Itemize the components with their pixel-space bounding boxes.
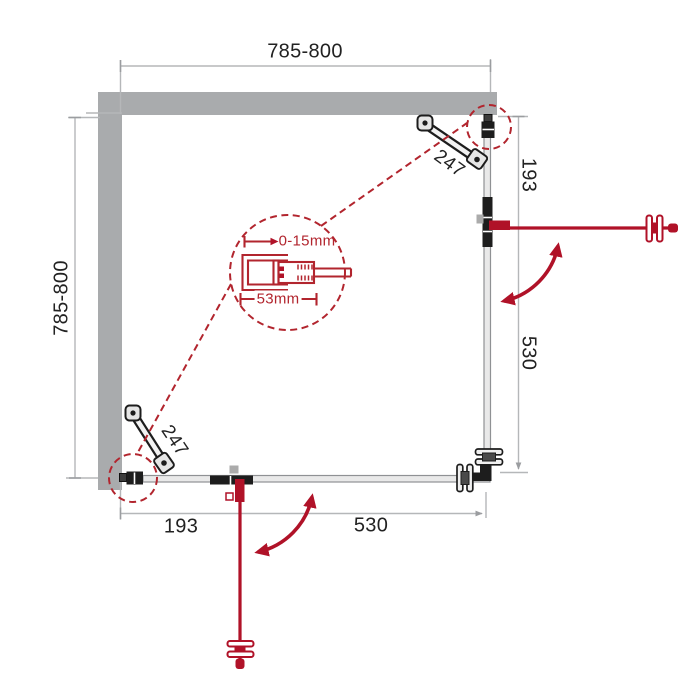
handle-bottom-door-closed <box>456 463 474 493</box>
hinge-right-door <box>476 197 510 247</box>
swing-arc-right-door <box>500 242 563 306</box>
dimension-right-lower: 530 <box>517 335 540 371</box>
dimension-left-height: 785-800 <box>50 260 73 336</box>
dimension-top-width: 785-800 <box>267 40 343 63</box>
dimension-bottom-right: 530 <box>353 514 389 537</box>
dimension-bottom-left: 193 <box>163 515 199 538</box>
corner-bracket <box>471 464 492 481</box>
support-bar-bottom-left <box>124 404 175 475</box>
detail-adjustment-range: 0-15mm <box>278 232 336 250</box>
dimension-lines <box>66 59 528 520</box>
wall-bracket-top-right <box>481 114 495 138</box>
glass-panel-bottom <box>142 474 491 483</box>
wall-left <box>98 115 122 490</box>
detail-profile-width: 53mm <box>254 290 302 308</box>
dimension-right-upper: 193 <box>517 157 540 193</box>
handle-right-door-closed <box>474 448 504 466</box>
wall-top <box>98 92 497 115</box>
glass-panel-right <box>483 136 492 478</box>
hinge-bottom-door <box>210 465 253 502</box>
detail-callout-circles <box>108 104 512 503</box>
door-right-open <box>490 214 678 243</box>
wall-profile-detail <box>239 236 353 306</box>
support-bar-top-right <box>416 114 489 170</box>
wall-bracket-bottom-left <box>119 471 143 485</box>
door-bottom-open <box>226 482 255 669</box>
swing-arc-bottom-door <box>254 493 317 557</box>
